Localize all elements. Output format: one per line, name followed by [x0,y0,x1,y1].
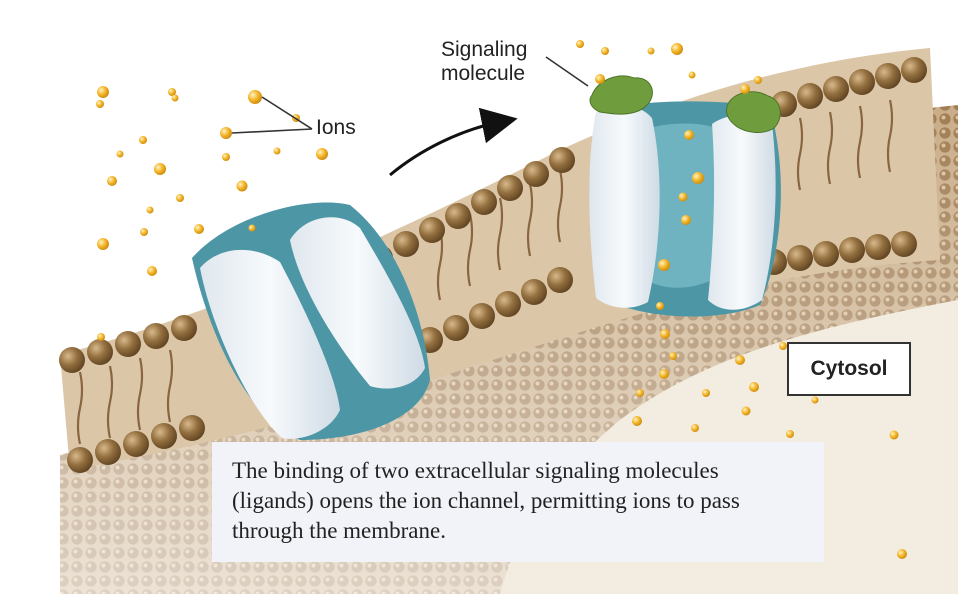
lipid-heads-inner [67,231,917,473]
ligand-left [589,75,653,115]
lipid-heads-outer [59,57,927,373]
channel-subunit-right-open [708,115,776,310]
open-ion-channel [589,75,781,317]
lipid-tails [76,99,894,445]
cytosol-label: Cytosol [810,357,888,380]
figure-caption: The binding of two extracellular signali… [212,442,824,562]
channel-subunit-left [200,249,340,439]
closed-ion-channel [192,202,430,440]
cytosol-label-box: Cytosol [787,342,911,396]
signaling-label-line1: Signaling [441,38,528,61]
channel-subunit-right [290,217,425,389]
conformation-change-arrow [389,107,518,177]
signaling-label-line2: molecule [441,62,526,85]
leader-lines [231,56,589,134]
signaling-molecule-label: Signaling molecule [441,38,527,86]
channel-subunit-left-open [589,104,660,308]
ions-label: Ions [316,116,356,139]
ligand-right [725,91,781,133]
ions [96,40,907,559]
